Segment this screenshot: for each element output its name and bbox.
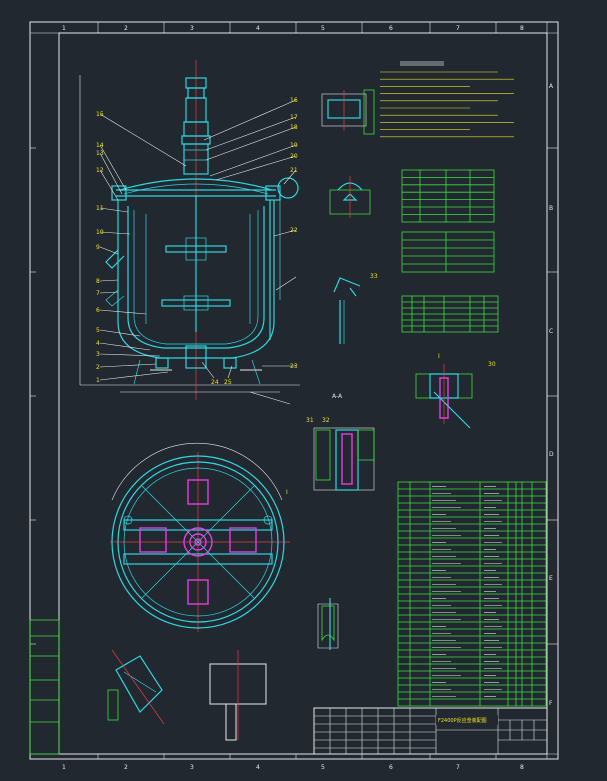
detail-i-title: I: [438, 353, 440, 360]
technical-requirements: [380, 61, 514, 138]
callout-6: 6: [96, 307, 100, 314]
inner-border: [58, 32, 548, 755]
callout-13: 13: [96, 150, 104, 157]
callout-12: 12: [96, 167, 104, 174]
callout-25: 25: [224, 379, 232, 386]
detail-weld-1: [329, 176, 371, 218]
callout-10: 10: [96, 229, 104, 236]
title-block: [313, 707, 548, 755]
callout-16: 16: [290, 97, 298, 104]
col-label-3: 3: [190, 25, 194, 32]
parts-list: [397, 481, 547, 707]
design-data-table: [401, 169, 495, 273]
callout-23: 23: [290, 363, 298, 370]
callout-4: 4: [96, 340, 100, 347]
callout-19: 19: [290, 142, 298, 149]
col-label-7: 7: [456, 25, 460, 32]
col-label-3-bottom: 3: [190, 764, 194, 771]
detail-nozzle-bottom: [107, 649, 165, 725]
nozzle-table: [401, 295, 499, 333]
callout-22: 22: [290, 227, 298, 234]
callout-24: 24: [211, 379, 219, 386]
detail-bracket-bottom: [209, 650, 267, 741]
callout-5: 5: [96, 327, 100, 334]
callout-leaders-left: [99, 113, 187, 381]
callout-20: 20: [290, 153, 298, 160]
callout-leaders-right: [201, 99, 297, 379]
row-label-b: B: [549, 205, 553, 212]
section-aa-title: A-A: [332, 393, 343, 400]
callout-3: 3: [96, 351, 100, 358]
callout-33: 33: [370, 273, 378, 280]
callout-7: 7: [96, 290, 100, 297]
callout-8: 8: [96, 278, 100, 285]
vessel-elevation: [79, 60, 300, 405]
col-label-2: 2: [124, 25, 128, 32]
callout-32: 32: [322, 417, 330, 424]
col-label-6-bottom: 6: [389, 764, 393, 771]
vessel-plan-view: [110, 442, 290, 632]
callout-9: 9: [96, 244, 100, 251]
callout-31: 31: [306, 417, 314, 424]
col-label-4-bottom: 4: [256, 764, 260, 771]
detail-weld-2: [333, 277, 361, 344]
outer-border: [29, 21, 559, 760]
detail-flange: [321, 89, 375, 135]
callout-14: 14: [96, 142, 104, 149]
column-ticks: [97, 22, 497, 759]
col-label-6: 6: [389, 25, 393, 32]
callout-17: 17: [290, 114, 298, 121]
callout-11: 11: [96, 205, 104, 212]
callout-30: 30: [488, 361, 496, 368]
col-label-2-bottom: 2: [124, 764, 128, 771]
plan-detail-mark: I: [286, 489, 288, 496]
col-label-7-bottom: 7: [456, 764, 460, 771]
callout-21: 21: [290, 167, 298, 174]
col-label-4: 4: [256, 25, 260, 32]
drawing-title: F2400P反应釜装配图: [438, 717, 487, 724]
section-aa: [313, 427, 375, 491]
row-label-d: D: [549, 451, 554, 458]
col-label-8-bottom: 8: [520, 764, 524, 771]
col-label-1: 1: [62, 25, 66, 32]
row-label-a: A: [549, 83, 554, 90]
detail-i: [415, 364, 473, 429]
row-ticks: [30, 147, 558, 645]
callout-1: 1: [96, 377, 100, 384]
col-label-5: 5: [321, 25, 325, 32]
detail-lower: [317, 598, 339, 650]
left-stamp-block: [29, 619, 60, 755]
col-label-1-bottom: 1: [62, 764, 66, 771]
row-label-e: E: [549, 575, 553, 582]
callout-15: 15: [96, 111, 104, 118]
callout-18: 18: [290, 124, 298, 131]
col-label-8: 8: [520, 25, 524, 32]
col-label-5-bottom: 5: [321, 764, 325, 771]
row-label-f: F: [549, 700, 553, 707]
callout-2: 2: [96, 364, 100, 371]
row-label-c: C: [549, 328, 553, 335]
